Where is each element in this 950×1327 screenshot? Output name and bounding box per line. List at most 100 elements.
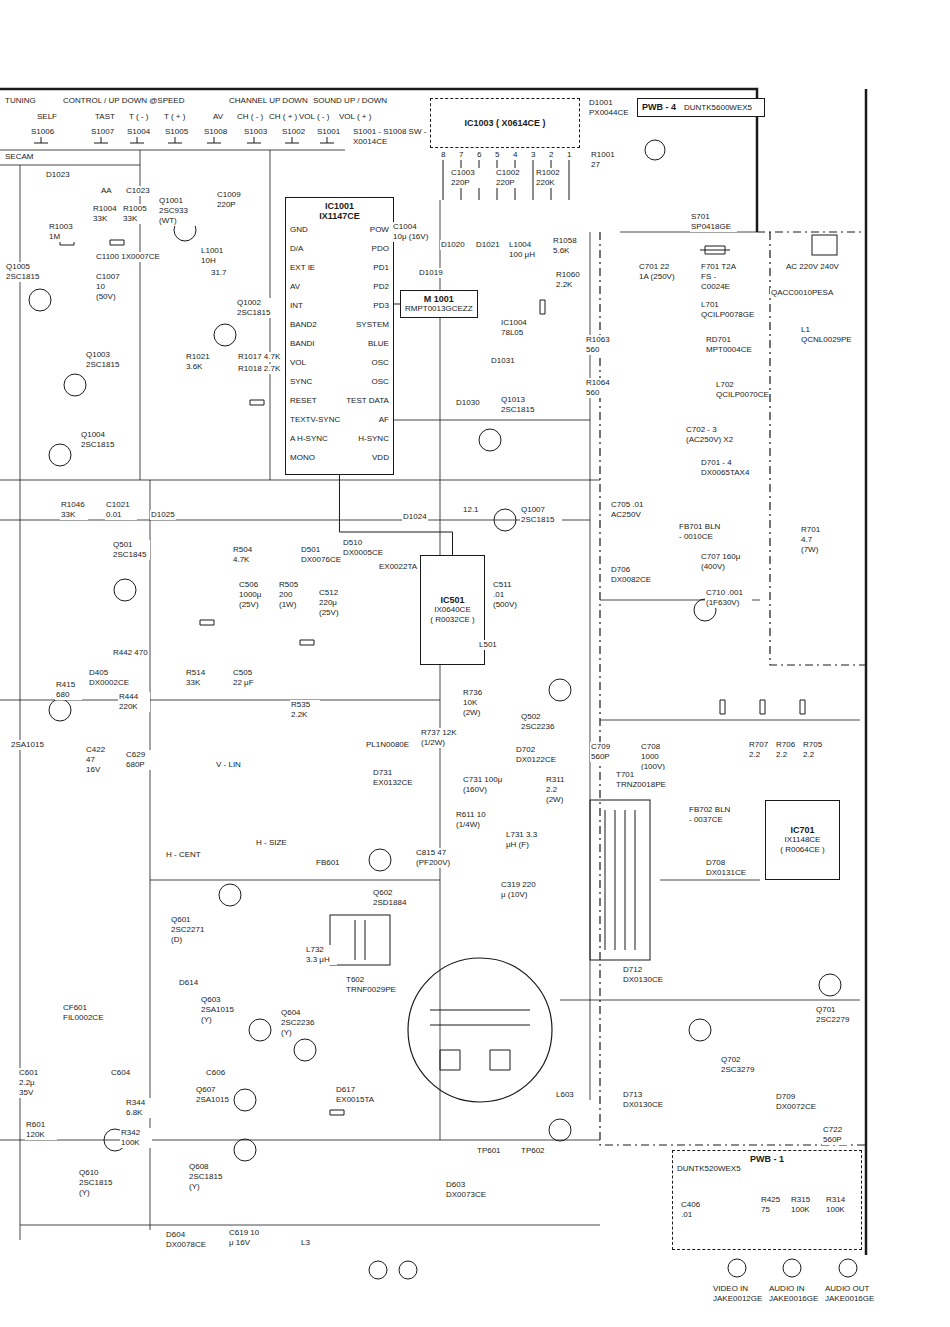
- part-label: Q502 2SC2236: [520, 712, 562, 732]
- part-label: D501 DX0076CE: [300, 545, 340, 565]
- part-label: C1021 0.01: [105, 500, 137, 520]
- part-label: L701 QCILP0078GE: [700, 300, 752, 320]
- connector-block: M 1001RMPT0013GCEZZ: [400, 290, 478, 318]
- part-label: 2: [548, 150, 554, 160]
- part-label: Q702 2SC3279: [720, 1055, 762, 1075]
- part-label: C1007 10 (50V): [95, 272, 127, 302]
- part-label: C505 22 μF: [232, 668, 264, 688]
- pin-name: EXT IE: [290, 263, 340, 273]
- part-label: D1001 PX0044CE: [588, 98, 632, 118]
- part-label: PL1N0080E: [365, 740, 410, 750]
- pin-name: PDO: [346, 244, 389, 254]
- part-label: D1021: [475, 240, 501, 250]
- pin-name: RESET: [290, 396, 340, 406]
- part-label: D709 DX0072CE: [775, 1092, 817, 1112]
- part-label: IC1004 78L05: [500, 318, 537, 338]
- ic-module: IC1003 ( X0614CE ): [430, 98, 580, 148]
- part-label: AUDIO IN JAKE0016GE: [768, 1284, 820, 1304]
- part-label: L1 QCNL0029PE: [800, 325, 857, 345]
- part-label: D713 DX0130CE: [622, 1090, 664, 1110]
- node-text: DUNTK5600WEX5: [684, 103, 752, 113]
- transistor-symbol: [479, 429, 501, 451]
- crt-yoke: [408, 958, 552, 1102]
- part-label: SOUND UP / DOWN: [312, 96, 388, 106]
- pin-name: TEXTV-SYNC: [290, 415, 340, 425]
- pin-name: TEST DATA: [346, 396, 389, 406]
- part-label: VOL ( + ): [338, 112, 372, 122]
- part-label: S1008: [203, 127, 228, 137]
- part-label: R1017 4.7K: [237, 352, 281, 362]
- part-label: C506 1000μ (25V): [238, 580, 276, 610]
- part-label: 6: [476, 150, 482, 160]
- part-label: S1001 - S1008 SW - X0014CE: [352, 127, 429, 147]
- part-label: C722 560P: [822, 1125, 849, 1145]
- transistor-symbol: [234, 1089, 256, 1111]
- part-label: F701 T2A FS - C0024E: [700, 262, 747, 292]
- part-label: QACC0010PESA: [770, 288, 834, 298]
- pin-name: VOL: [290, 358, 340, 368]
- transistor-symbol: [234, 1139, 256, 1161]
- part-label: R342 100K: [120, 1128, 152, 1148]
- part-label: C601 2.2μ 35V: [18, 1068, 50, 1098]
- part-label: R425 75: [760, 1195, 782, 1215]
- part-label: Q608 2SC1815 (Y): [188, 1162, 235, 1192]
- wire: [0, 150, 860, 1240]
- part-label: AUDIO OUT JAKE0016GE: [824, 1284, 878, 1304]
- transformer-symbol: [590, 800, 650, 960]
- part-label: D706 DX0082CE: [610, 565, 652, 585]
- part-label: L501: [478, 640, 498, 650]
- part-label: R1004 33K: [92, 204, 120, 224]
- pin-name: PD3: [346, 301, 389, 311]
- part-label: C1003 220P: [450, 168, 480, 188]
- part-label: FB701 BLN - 0010CE: [678, 522, 725, 542]
- node-text: DUNTK520WEX5: [677, 1164, 857, 1174]
- part-label: AA: [100, 186, 113, 196]
- transformer-coil: [605, 810, 635, 950]
- part-label: R701 4.7 (7W): [800, 525, 832, 555]
- transistor-symbol: [689, 1019, 711, 1041]
- ic-block: IC501IX0640CE( R0032CE ): [420, 555, 485, 665]
- part-label: D701 - 4 DX0065TAX4: [700, 458, 752, 478]
- part-label: C512 220μ (25V): [318, 588, 356, 618]
- part-label: Q1002 2SC1815: [236, 298, 276, 318]
- transistor-symbol: [549, 679, 571, 701]
- part-label: FB702 BLN - 0037CE: [688, 805, 735, 825]
- part-label: D1025: [150, 510, 176, 520]
- transformer-symbol: [330, 915, 390, 965]
- node-text: IX0640CE: [434, 605, 470, 615]
- pin-name: MONO: [290, 453, 340, 463]
- part-label: C1004 10μ (16V): [392, 222, 430, 242]
- part-label: C606: [205, 1068, 226, 1078]
- ic-block: IC1001IX1147CEGNDD/AEXT IEAVINTBAND2BAND…: [285, 197, 394, 475]
- part-label: L732 3.3 μH: [305, 945, 337, 965]
- part-label: C705 .01 AC250V: [610, 500, 652, 520]
- transistor-symbol: [29, 289, 51, 311]
- part-label: D1023: [45, 170, 71, 180]
- transistor-symbol: [819, 974, 841, 996]
- pin-name: BANDI: [290, 339, 340, 349]
- pin-name: PD2: [346, 282, 389, 292]
- pin-name: PD1: [346, 263, 389, 273]
- part-label: Q1003 2SC1815: [85, 350, 127, 370]
- transistor-symbol: [249, 1019, 271, 1041]
- pin-name: BAND2: [290, 320, 340, 330]
- part-label: AV: [212, 112, 224, 122]
- part-label: VIDEO IN JAKE0012GE: [712, 1284, 764, 1304]
- pin-name: GND: [290, 225, 340, 235]
- ac-plug: [812, 235, 837, 255]
- part-label: TP602: [520, 1146, 546, 1156]
- part-label: C708 1000 (100V): [640, 742, 677, 772]
- pin-name: H-SYNC: [346, 434, 389, 444]
- node-title: PWB - 4: [642, 102, 676, 112]
- part-label: D712 DX0130CE: [622, 965, 664, 985]
- part-label: R514 33K: [185, 668, 213, 688]
- part-label: R737 12K (1/2W): [420, 728, 462, 748]
- deflection-coil: [430, 1010, 530, 1070]
- transistor-symbol: [64, 374, 86, 396]
- part-label: R736 10K (2W): [462, 688, 494, 718]
- pin-name: A H-SYNC: [290, 434, 340, 444]
- part-label: TP601: [476, 1146, 502, 1156]
- transformer-coil: [355, 920, 365, 960]
- part-label: R1002 220K: [535, 168, 567, 188]
